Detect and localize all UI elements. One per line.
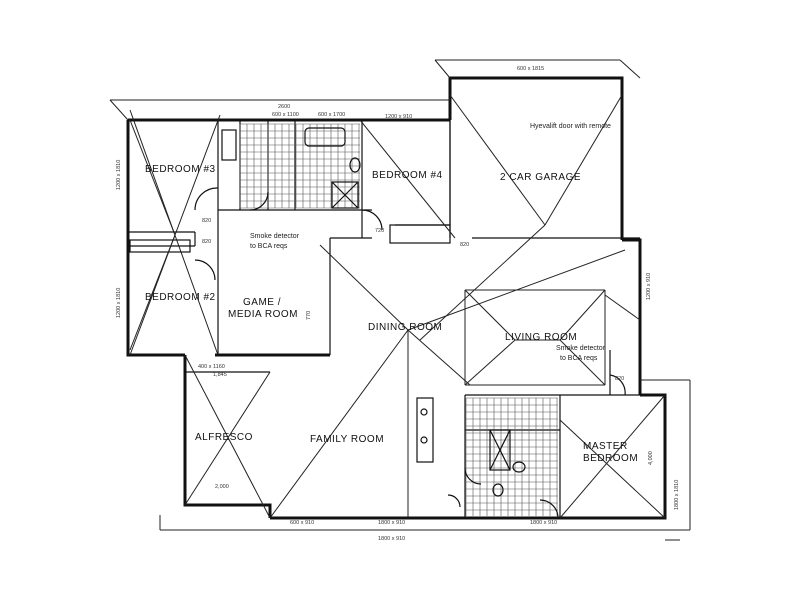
dim-bottom-a: 600 x 910 [290, 520, 314, 526]
dim-door-720: 720 [375, 228, 384, 234]
dim-left-b: 1200 x 1810 [116, 288, 122, 318]
vanity-icon [221, 129, 237, 161]
dim-top-a: 600 x 1100 [272, 112, 299, 118]
roof-lines [109, 59, 691, 541]
dimension-labels: 2600 600 x 1100 600 x 1700 1200 x 910 60… [116, 66, 680, 542]
label-family: FAMILY ROOM [310, 434, 384, 445]
label-master-line2: BEDROOM [583, 453, 638, 464]
dim-right-b: 1800 x 1810 [674, 480, 680, 510]
label-alfresco: ALFRESCO [195, 432, 253, 443]
label-bedroom-4: BEDROOM #4 [372, 170, 443, 181]
dim-alfresco-bottom: 2,000 [215, 484, 229, 490]
dim-top-c: 1200 x 910 [385, 114, 412, 120]
label-garage: 2 CAR GARAGE [500, 172, 581, 183]
bathtub-icon [304, 127, 346, 147]
dim-door-820b: 820 [202, 239, 211, 245]
dim-right-a: 1200 x 910 [646, 273, 652, 300]
dim-top-overall: 2600 [278, 104, 290, 110]
dim-bottom-b: 1800 x 910 [378, 520, 405, 526]
tiled-areas [221, 123, 558, 516]
interior-walls [128, 120, 640, 518]
door-swings [194, 187, 626, 519]
smoke-note-2-line2: to BCA reqs [560, 355, 598, 362]
smoke-note-1-line2: to BCA reqs [250, 243, 288, 250]
exterior-walls [126, 76, 667, 520]
label-dining: DINING ROOM [368, 322, 442, 333]
label-master-line1: MASTER [583, 441, 628, 452]
bathroom-tiles [239, 123, 558, 516]
dim-alfresco-w: 1,845 [213, 372, 227, 378]
label-living: LIVING ROOM [505, 332, 577, 343]
smoke-note-1-line1: Smoke detector [250, 233, 300, 240]
garage-door-note: Hyevalift door with remote [530, 123, 611, 130]
dim-door-820d: 820 [615, 376, 624, 382]
ensuite-shower [489, 429, 511, 471]
shower-recess [331, 181, 359, 209]
dim-alfresco-top: 400 x 1160 [198, 364, 225, 370]
smoke-note-2-line1: Smoke detector [556, 345, 606, 352]
dim-garage-top: 600 x 1815 [517, 66, 544, 72]
label-bedroom-3: BEDROOM #3 [145, 164, 216, 175]
dim-door-820c: 820 [460, 242, 469, 248]
basin-icon [512, 461, 526, 473]
sink-icon [420, 436, 428, 444]
label-game-line2: MEDIA ROOM [228, 309, 298, 320]
dim-left-a: 1200 x 1810 [116, 160, 122, 190]
toilet-icon [492, 483, 504, 497]
toilet-icon [349, 157, 361, 173]
dim-bottom-c: 1800 x 910 [530, 520, 557, 526]
label-game-line1: GAME / [243, 297, 281, 308]
room-labels: BEDROOM #3 BEDROOM #4 2 CAR GARAGE Hyeva… [145, 123, 638, 464]
label-bedroom-2: BEDROOM #2 [145, 292, 216, 303]
dim-top-b: 600 x 1700 [318, 112, 345, 118]
cooktop-icon [420, 408, 428, 416]
dim-right-c: 4,000 [648, 451, 654, 465]
dim-door-820a: 820 [202, 218, 211, 224]
dim-bottom-d: 1800 x 910 [378, 536, 405, 542]
dim-door-770: 770 [306, 311, 312, 320]
